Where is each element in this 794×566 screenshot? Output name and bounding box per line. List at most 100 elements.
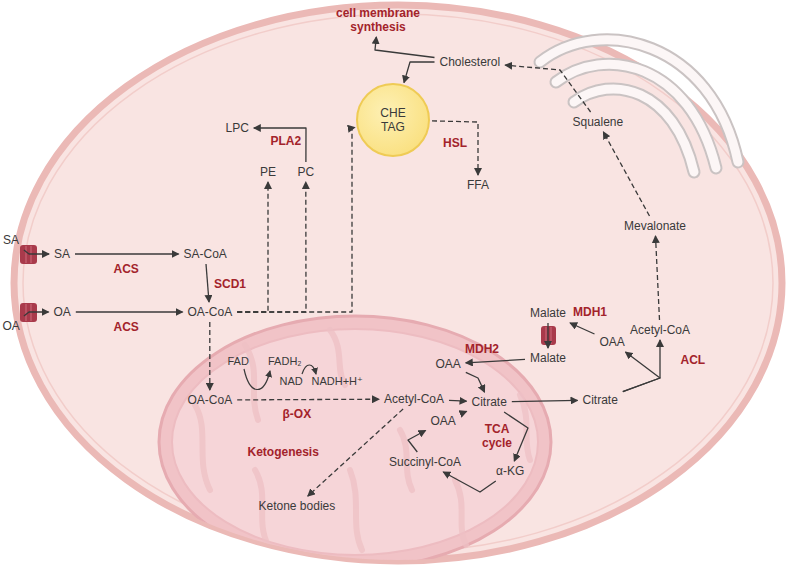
metabolite: OAA <box>428 413 459 429</box>
metabolite: Acetyl-CoA <box>627 322 693 338</box>
node-text: OAA <box>600 335 625 349</box>
transporter-stripe <box>25 304 26 321</box>
reaction-arrow <box>237 182 306 312</box>
node-text: SA <box>54 247 70 261</box>
metabolite: FFA <box>464 177 492 193</box>
metabolite: OA-CoA <box>185 304 236 320</box>
metabolite: Succinyl-CoA <box>386 454 464 470</box>
cycle-label: TCA cycle <box>477 422 517 450</box>
metabolite: Malate <box>527 350 569 366</box>
node-text: α-KG <box>496 464 524 478</box>
transporter-stripe <box>545 327 546 344</box>
enzyme-label: β-OX <box>283 407 312 421</box>
metabolite: α-KG <box>493 463 527 479</box>
node-text: Cholesterol <box>440 55 501 69</box>
reaction-arrow <box>466 359 525 363</box>
cell-membrane <box>14 5 782 561</box>
metabolite: Citrate <box>469 394 510 410</box>
node-text: Malate <box>530 351 566 365</box>
node-text: PE <box>260 165 276 179</box>
enzyme-label: ACL <box>681 353 706 367</box>
reaction-arrow <box>449 400 467 402</box>
transporter-stripe <box>25 246 26 263</box>
reaction-arrow <box>237 128 355 313</box>
cofactor-label: NADH+H⁺ <box>312 374 363 388</box>
node-text: cell membrane synthesis <box>328 6 428 34</box>
reaction-arrow <box>512 400 578 401</box>
node-text: TAG <box>381 120 405 134</box>
reaction-arrow <box>505 65 590 112</box>
cofactor-arrow <box>244 369 270 390</box>
metabolite: OA <box>0 318 23 334</box>
node-text: LPC <box>226 121 249 135</box>
process-label: cell membrane synthesis <box>325 5 431 35</box>
reaction-arrow <box>76 311 183 312</box>
enzyme-label: ACS <box>114 262 139 276</box>
node-text: Malate <box>530 306 566 320</box>
metabolite: PC <box>295 164 318 180</box>
node-text: OA-CoA <box>188 305 233 319</box>
reaction-arrow <box>570 323 594 334</box>
reaction-arrow <box>432 121 478 175</box>
node-text: OAA <box>431 414 456 428</box>
node-text: Squalene <box>573 115 624 129</box>
enzyme-label: HSL <box>443 136 467 150</box>
node-text: OA-CoA <box>188 393 233 407</box>
node-text: Succinyl-CoA <box>389 455 461 469</box>
node-text: OAA <box>436 357 461 371</box>
metabolite: SA <box>0 232 22 248</box>
reaction-arrow <box>603 132 649 216</box>
reaction-arrow <box>308 409 403 496</box>
node-text: Acetyl-CoA <box>384 392 444 406</box>
node-text: SA <box>3 233 19 247</box>
metabolite: PE <box>257 164 279 180</box>
lipid-droplet: CHETAG <box>356 83 430 157</box>
transporter-stripe <box>550 327 551 344</box>
node-text: Citrate <box>472 395 507 409</box>
reaction-arrow <box>209 322 210 390</box>
metabolite: OAA <box>433 356 464 372</box>
metabolite: OAA <box>597 334 628 350</box>
reaction-arrow <box>24 312 49 316</box>
node-text: Citrate <box>583 393 618 407</box>
metabolite: SA-CoA <box>181 246 230 262</box>
er-cisterna <box>574 89 694 172</box>
reaction-arrow <box>375 37 435 58</box>
metabolite: LPC <box>223 120 252 136</box>
reaction-arrow <box>206 264 209 302</box>
node-text: Ketone bodies <box>259 499 336 513</box>
node-text: PC <box>298 165 315 179</box>
reaction-arrow <box>24 250 49 254</box>
crista <box>455 480 466 545</box>
metabolite: OA-CoA <box>185 392 236 408</box>
crista <box>195 405 210 490</box>
enzyme-label: SCD1 <box>214 277 246 291</box>
metabolite: Citrate <box>580 392 621 408</box>
reaction-arrow <box>75 253 179 254</box>
mitochondrion-outer <box>159 316 551 566</box>
er-cisterna <box>574 89 694 172</box>
reaction-arrow <box>404 62 435 83</box>
node-text: OA <box>54 305 71 319</box>
reaction-arrow <box>461 411 467 413</box>
node-text: CHE <box>380 106 405 120</box>
node-text: Mevalonate <box>624 219 686 233</box>
metabolite: Mevalonate <box>621 218 689 234</box>
cofactor-label: FADH₂ <box>268 354 302 368</box>
reaction-arrow <box>254 128 306 162</box>
enzyme-label: Ketogenesis <box>248 445 319 459</box>
reaction-arrow <box>547 323 548 348</box>
mitochondrion-inner <box>172 329 538 555</box>
enzyme-label: MDH1 <box>573 305 607 319</box>
metabolite: Ketone bodies <box>256 498 339 514</box>
reaction-arrow <box>237 182 268 312</box>
node-text: OA <box>3 319 20 333</box>
metabolite: SA <box>51 246 73 262</box>
enzyme-label: MDH2 <box>465 342 499 356</box>
reaction-arrow <box>623 340 660 392</box>
metabolite: Acetyl-CoA <box>381 391 447 407</box>
metabolite: OA <box>51 304 74 320</box>
node-text: Acetyl-CoA <box>630 323 690 337</box>
enzyme-label: ACS <box>114 320 139 334</box>
